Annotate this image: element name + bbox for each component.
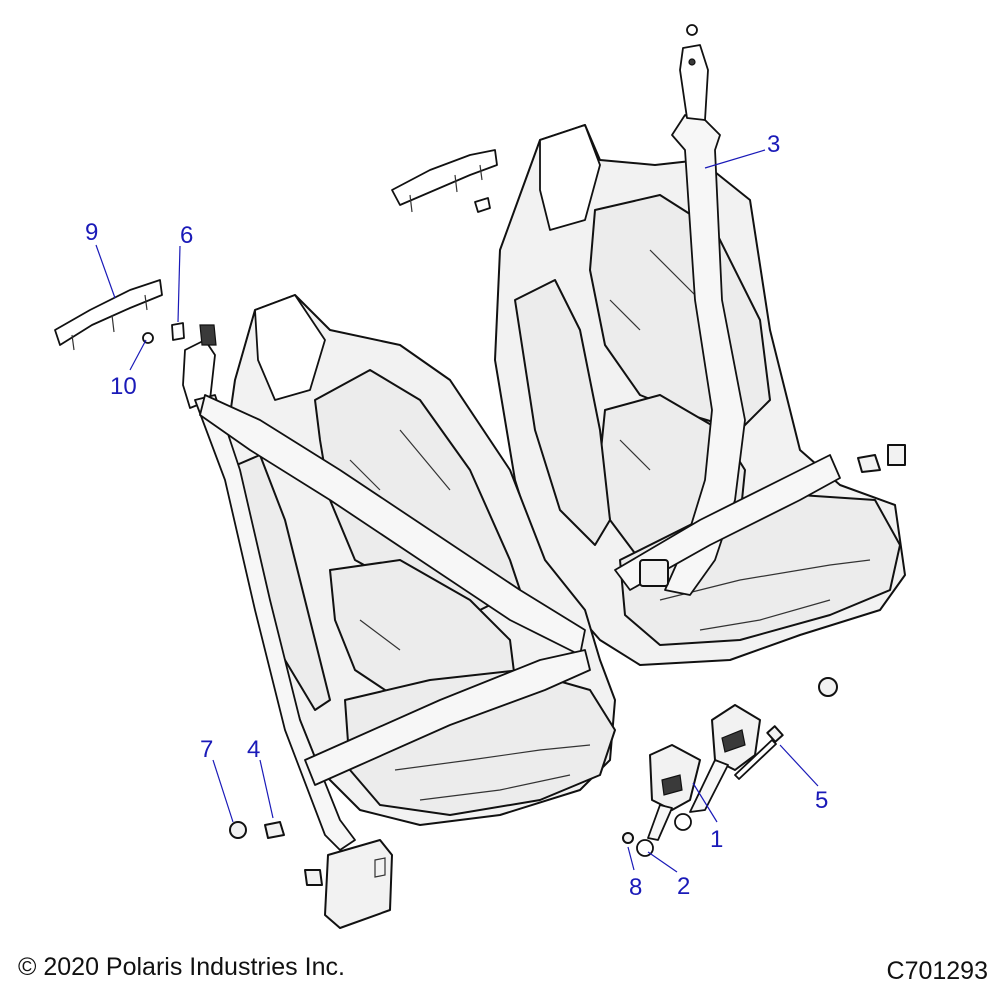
belt-retractor [304, 839, 393, 929]
lower-bolts-left [229, 821, 285, 839]
buckle-assembly [622, 704, 761, 857]
callout-7: 7 [200, 736, 213, 763]
callout-3: 3 [767, 131, 780, 158]
callout-5: 5 [815, 787, 828, 814]
callout-4: 4 [247, 736, 260, 763]
drawing-id: C701293 [886, 957, 988, 985]
callout-8: 8 [629, 874, 642, 901]
callout-2: 2 [677, 873, 690, 900]
callouts: 1 2 3 4 5 6 7 8 9 10 [85, 131, 828, 901]
belt-bracket-right [391, 149, 498, 213]
right-seat-bolts [818, 444, 906, 697]
callout-10: 10 [110, 373, 137, 400]
belt-bracket-left [54, 279, 185, 351]
callout-1: 1 [710, 826, 723, 853]
copyright-text: © 2020 Polaris Industries Inc. [18, 953, 345, 981]
shoulder-belt-left [182, 324, 591, 851]
long-bolt [734, 725, 784, 780]
shoulder-belt-right [614, 24, 841, 596]
callout-6: 6 [180, 222, 193, 249]
callout-9: 9 [85, 219, 98, 246]
